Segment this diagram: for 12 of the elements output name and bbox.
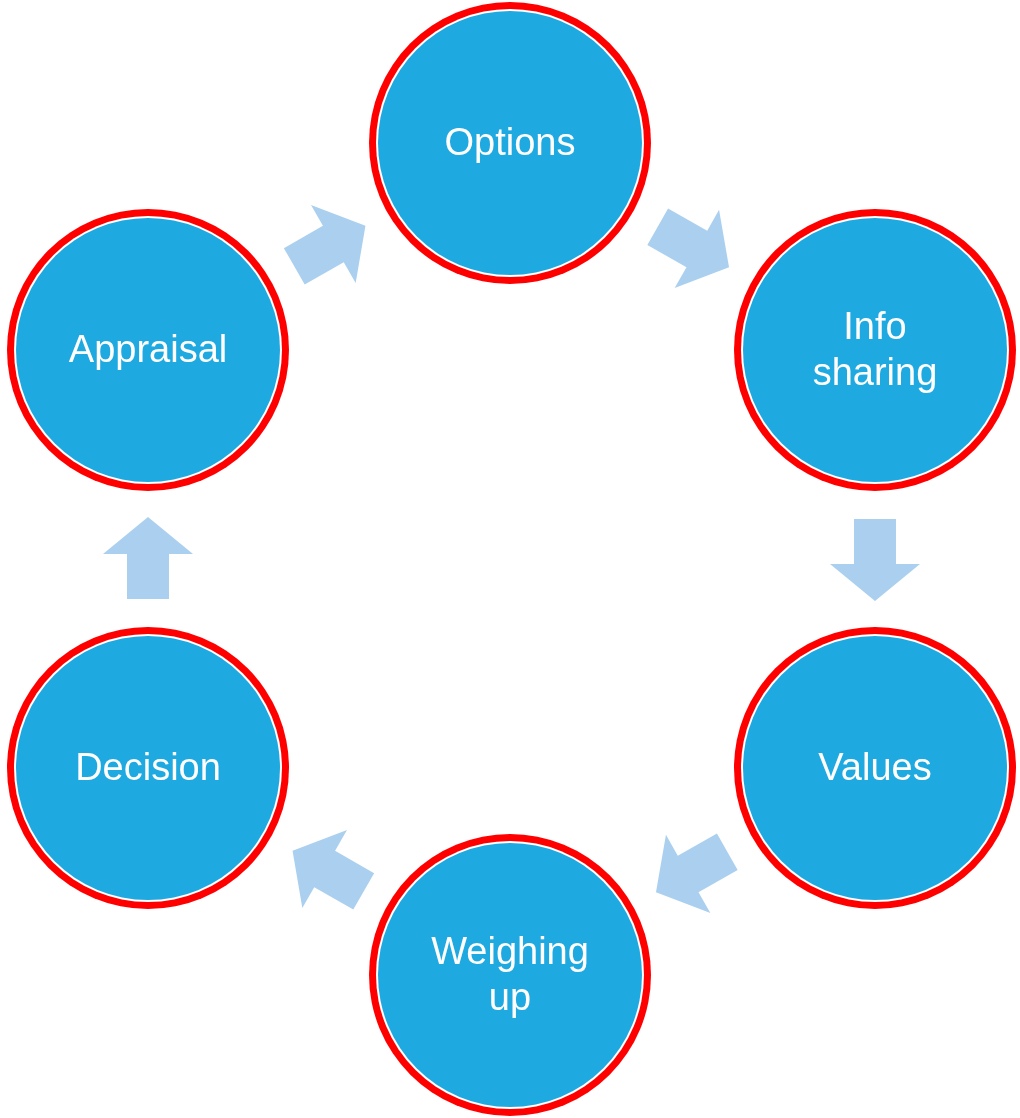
node-label: Values bbox=[817, 745, 933, 791]
block-arrow bbox=[647, 208, 730, 289]
node-label: Info sharing bbox=[811, 304, 939, 395]
block-arrow bbox=[655, 833, 738, 914]
node-label: Options bbox=[443, 120, 577, 166]
node-label: Appraisal bbox=[67, 327, 229, 373]
node-label: Decision bbox=[74, 745, 222, 791]
block-arrow bbox=[283, 204, 366, 285]
block-arrow bbox=[292, 829, 375, 910]
block-arrow bbox=[103, 517, 193, 599]
node-label: Weighing up bbox=[430, 929, 590, 1020]
block-arrow bbox=[830, 519, 920, 601]
